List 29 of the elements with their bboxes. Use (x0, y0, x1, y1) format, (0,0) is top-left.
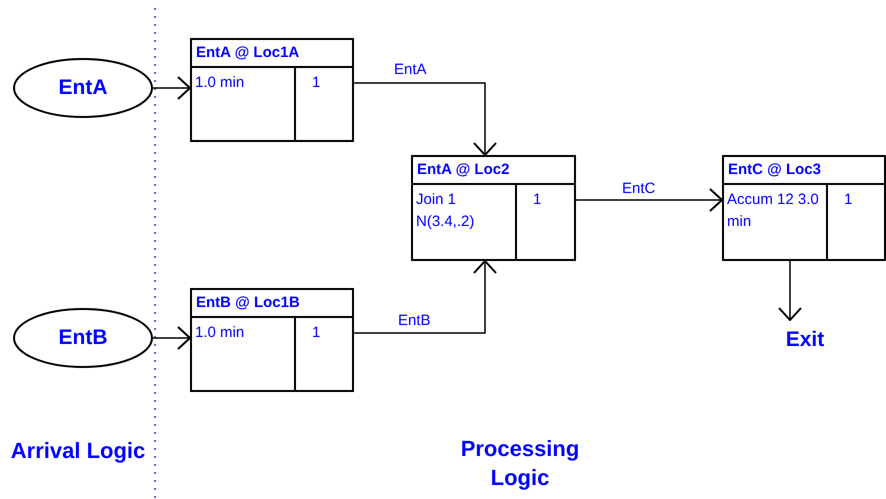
location-box (411, 155, 576, 261)
process-text: Accum 12 3.0 min (727, 190, 820, 232)
box-title: EntC @ Loc3 (728, 161, 821, 178)
arrow (576, 188, 723, 212)
capacity-text: 1 (844, 190, 852, 210)
box-title: EntA @ Loc2 (417, 161, 510, 178)
box-title: EntB @ Loc1B (196, 294, 300, 311)
capacity-text: 1 (312, 73, 320, 93)
location-box (722, 155, 886, 261)
arrow (354, 82, 497, 156)
section-heading: Processing Logic (460, 435, 580, 492)
capacity-text: 1 (312, 323, 320, 343)
exit-label: Exit (765, 328, 845, 356)
arrow (778, 261, 802, 321)
location-box (190, 288, 354, 392)
process-text: Join 1 N(3.4,.2) (416, 190, 476, 232)
capacity-text: 1 (533, 190, 542, 210)
process-text: 1.0 min (195, 73, 246, 93)
section-heading: Arrival Logic (10, 437, 146, 465)
entity-name: EntA (58, 76, 108, 100)
entity-name: EntB (58, 326, 108, 350)
entity-ellipse (13, 308, 153, 368)
arrow (153, 326, 191, 350)
arrow (354, 260, 497, 334)
process-text: 1.0 min (195, 323, 246, 343)
location-box (190, 38, 354, 142)
box-title: EntA @ Loc1A (196, 44, 300, 61)
entity-ellipse (13, 58, 153, 118)
arrow (153, 76, 191, 100)
